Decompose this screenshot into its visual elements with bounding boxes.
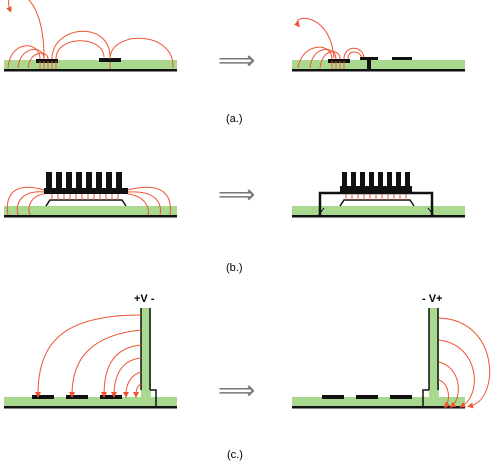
voltage-label-right: - V+ [422,293,443,305]
trace [322,395,344,399]
vertical-board [429,308,439,398]
double-right-arrow-icon: ⟹ [218,46,256,76]
heatsink [340,172,412,192]
frame-foot [317,207,435,217]
ground-plane [292,69,465,72]
field-lines [35,314,142,398]
caption-c: (c.) [227,449,243,461]
pcb-board [292,397,465,407]
field-lines [6,186,171,216]
field-lines [438,317,491,409]
trace [100,395,122,399]
trace [99,58,121,62]
panel-c-after [292,308,491,409]
grounded-frame [318,191,434,216]
trace [66,395,88,399]
ground-plane [4,69,177,72]
heatsink [44,172,128,194]
trace [356,395,378,399]
pcb-board [292,60,465,70]
caption-a: (a.) [226,113,243,125]
chip-package [45,199,127,207]
caption-b: (b.) [226,262,243,274]
panel-b-after [292,172,465,218]
ground-plane [4,215,177,218]
panel-a-before [4,0,177,72]
field-lines [6,0,174,69]
trace [328,59,350,63]
pcb-board [4,206,177,216]
voltage-label-left: +V - [134,293,155,305]
return-path [422,389,429,407]
pcb-board [292,206,465,216]
panel-c-before [4,308,177,409]
guard-via [367,57,371,71]
vertical-board [141,308,151,398]
double-right-arrow-icon: ⟹ [218,180,256,210]
panel-b-before [4,172,177,218]
pcb-board [4,397,177,407]
trace [390,395,412,399]
field-lines [293,17,365,69]
ground-plane [4,406,177,409]
ground-plane [292,406,465,409]
chip-package [339,199,415,207]
pcb-board [4,60,177,70]
trace [392,57,412,60]
ground-plane [292,215,465,218]
field-lines [345,194,407,200]
trace [32,395,54,399]
double-right-arrow-icon: ⟹ [218,376,256,406]
trace [36,59,58,63]
panel-a-after [292,17,465,72]
return-path [150,389,157,407]
